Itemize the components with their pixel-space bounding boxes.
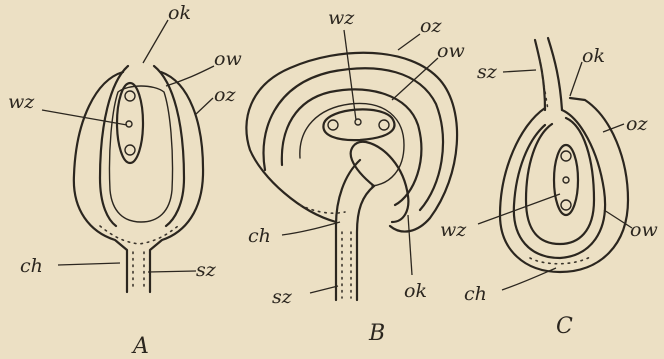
figure-c-central-nucleus <box>563 177 569 183</box>
figure-c-label-oz: oz <box>626 113 648 135</box>
figure-b-caption: B <box>368 321 385 346</box>
figure-c-inner-integument <box>526 118 594 244</box>
figure-a-leader-wz <box>42 110 127 125</box>
figure-b-egg-apparatus <box>379 120 389 130</box>
figure-b-antipodal <box>328 120 338 130</box>
figure-c-leader-ch <box>502 268 556 290</box>
figure-b-label-ow: ow <box>437 40 465 62</box>
figure-b-funicle-dots <box>342 232 351 298</box>
figure-c-antipodal <box>561 200 571 210</box>
figure-b-label-wz: wz <box>328 7 355 29</box>
figure-b-label-ok: ok <box>404 280 427 302</box>
figure-c-caption: C <box>556 314 573 339</box>
figure-b-leader-ow <box>392 58 438 100</box>
figure-a-embryo-sac <box>117 83 143 163</box>
figure-a-label-oz: oz <box>214 84 236 106</box>
figure-b-label-sz: sz <box>272 286 293 308</box>
figure-b-leader-ok <box>408 215 412 275</box>
figure-c-funicle-left <box>535 40 545 110</box>
figure-a-caption: A <box>131 334 149 359</box>
figure-a-label-ch: ch <box>20 255 43 277</box>
figure-c-leader-oz <box>603 124 624 132</box>
figure-c-leader-wz <box>478 194 560 224</box>
figure-c-leader-ok <box>570 62 582 96</box>
figure-c-funicle-right <box>548 38 562 110</box>
figure-a-label-wz: wz <box>8 91 35 113</box>
figure-c-outer-integument <box>500 98 628 272</box>
figure-a-label-sz: sz <box>196 259 217 281</box>
figure-a-leader-ok <box>143 20 168 63</box>
figure-b-leader-sz <box>310 286 338 293</box>
figure-c-label-ch: ch <box>464 283 487 305</box>
figure-a-egg-apparatus <box>125 91 135 101</box>
figure-c-label-ok: ok <box>582 45 605 67</box>
figure-a-leader-oz <box>195 98 213 115</box>
figure-c-label-wz: wz <box>440 219 467 241</box>
figure-a-central-nucleus <box>126 121 132 127</box>
figure-a-antipodal <box>125 145 135 155</box>
figure-b-label-ch: ch <box>248 225 271 247</box>
figure-c-leader-sz <box>503 70 536 72</box>
figure-b-leader-ch <box>282 222 340 235</box>
figure-c: sz ok oz wz ow ch C <box>440 38 658 339</box>
figure-b-funicle-right <box>357 186 374 300</box>
figure-c-label-sz: sz <box>477 61 498 83</box>
figure-b-label-oz: oz <box>420 15 442 37</box>
figure-a: ok ow oz wz ch sz A <box>8 2 242 359</box>
figure-a-leader-sz <box>148 271 196 272</box>
figure-c-egg-apparatus <box>561 151 571 161</box>
figure-b-leader-oz <box>398 34 420 50</box>
figure-c-label-ow: ow <box>630 219 658 241</box>
figure-a-leader-ow <box>166 66 214 86</box>
figure-a-funicle-dots <box>133 252 144 290</box>
figure-a-chalaza <box>100 226 178 244</box>
figure-b-leader-wz <box>344 30 356 120</box>
figure-a-leader-ch <box>58 263 120 265</box>
figure-a-label-ow: ow <box>214 48 242 70</box>
figure-c-embryo-sac <box>554 145 578 215</box>
figure-a-label-ok: ok <box>168 2 191 24</box>
figure-b: oz ow wz ch sz ok B <box>246 7 464 346</box>
